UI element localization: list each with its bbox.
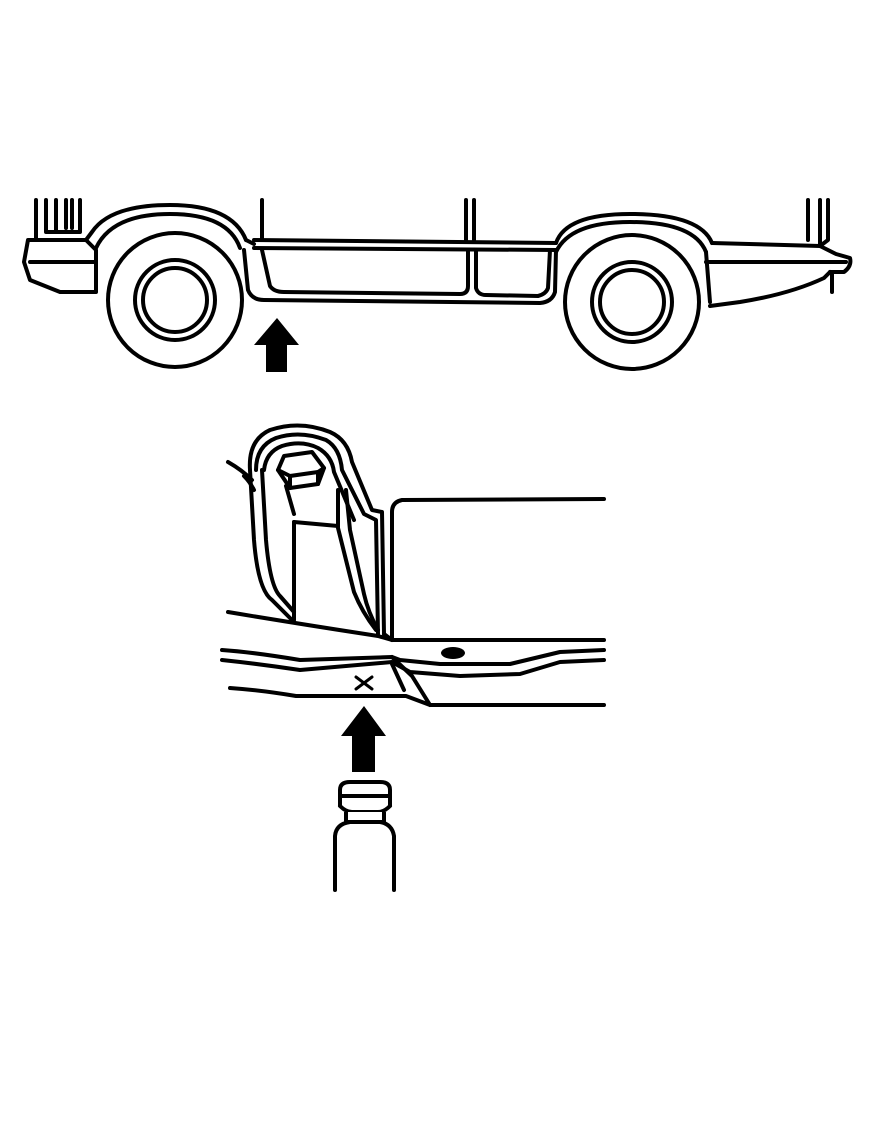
side-view-lift-arrow — [254, 318, 299, 372]
vehicle-side-view — [22, 198, 853, 372]
up-arrow-icon — [254, 318, 299, 372]
mounting-bracket — [226, 423, 386, 636]
floor-jack-post — [333, 780, 396, 892]
up-arrow-icon — [341, 706, 386, 772]
drain-hole — [441, 647, 465, 659]
front-bumper — [22, 198, 98, 294]
x-mark-icon — [354, 675, 374, 691]
detail-lift-arrow — [341, 706, 386, 772]
jack-point-detail-view — [220, 423, 606, 892]
rocker-flange — [220, 610, 606, 707]
rear-wheel — [563, 233, 701, 371]
frame-rail-box — [382, 497, 606, 642]
front-fender — [84, 203, 256, 250]
hex-bolt — [276, 450, 326, 516]
front-wheel — [106, 231, 244, 369]
rear-bed — [704, 198, 853, 308]
cab-body — [242, 198, 558, 305]
